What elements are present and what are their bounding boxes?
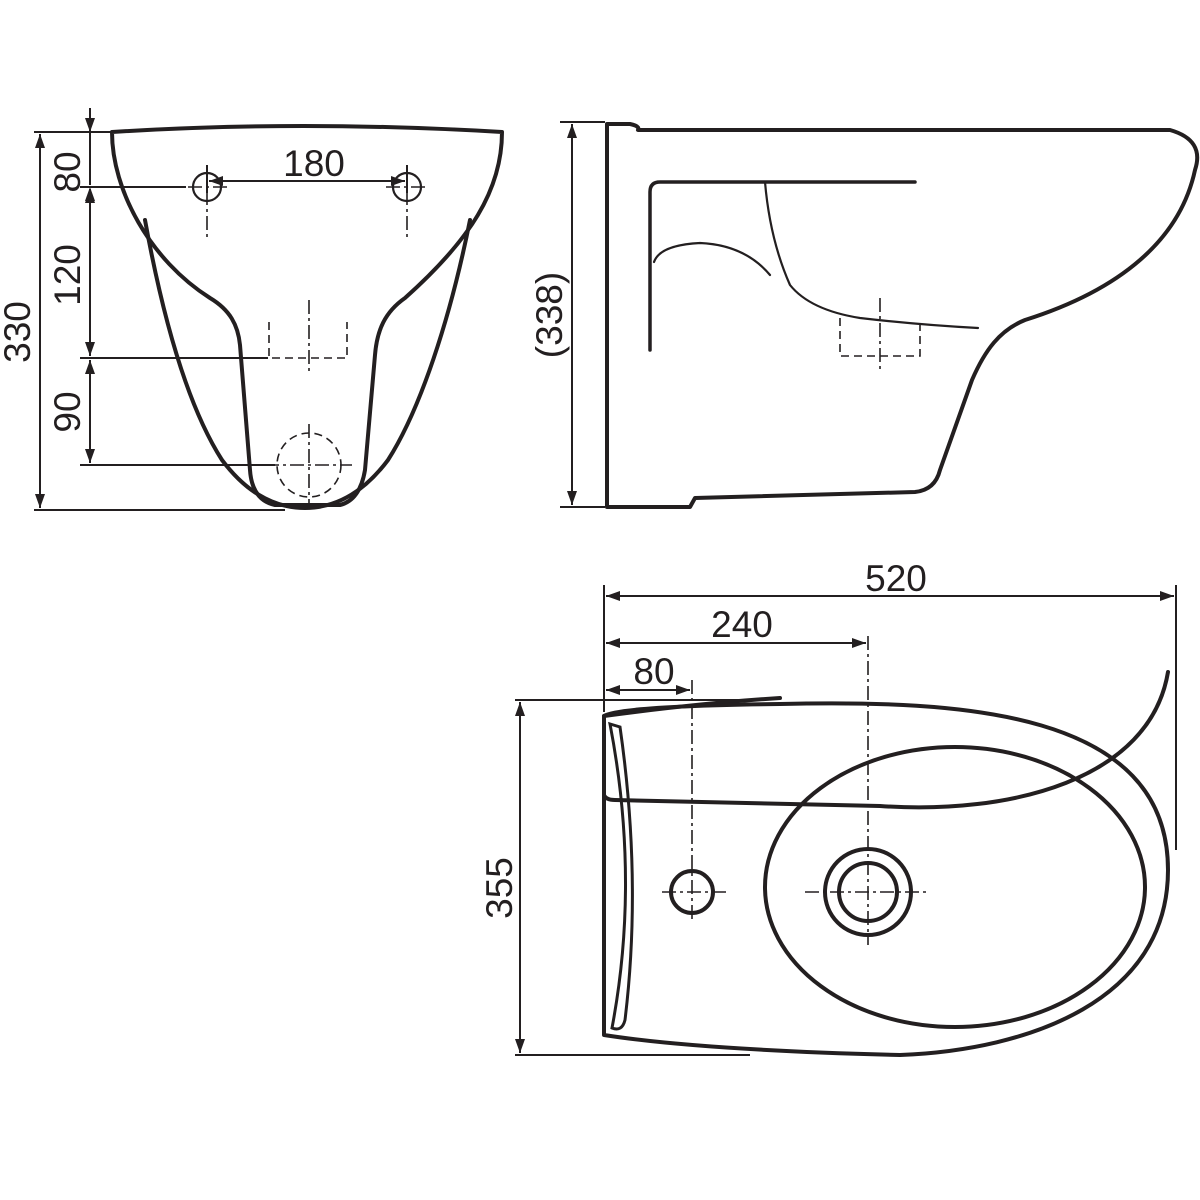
dim-width-label: 355	[479, 857, 520, 919]
dim-top-to-bolts-label: 80	[47, 151, 88, 192]
top-inner-basin	[763, 745, 1147, 1029]
top-view-body	[602, 701, 1170, 1057]
front-water-inlet	[268, 322, 348, 359]
top-rim-fin	[608, 721, 634, 1031]
side-bowl-inner-curve	[652, 241, 772, 277]
front-outlet	[265, 424, 352, 505]
dim-outlet-offset-label: 240	[711, 604, 773, 645]
top-drain	[805, 636, 930, 945]
side-bowl-rim	[648, 180, 917, 352]
dim-side-height-label: (338)	[529, 272, 570, 358]
dim-tap-offset-label: 80	[633, 651, 674, 692]
dim-total-height-label: 330	[0, 301, 38, 363]
front-view-body	[143, 218, 472, 510]
front-view: 330 80 120 90 180	[0, 108, 504, 511]
side-view: (338)	[529, 121, 1200, 509]
dim-inlet-to-outlet-label: 90	[47, 391, 88, 432]
top-tap-hole	[662, 680, 728, 920]
dim-bolt-spacing-label: 180	[283, 143, 345, 184]
top-view: 520 240 80 355	[479, 558, 1177, 1057]
front-view-outline	[110, 124, 504, 507]
dim-total-length-label: 520	[865, 558, 927, 599]
side-view-outline	[605, 122, 1200, 509]
side-bowl-basin-curve	[763, 180, 980, 330]
dim-bolts-to-inlet-label: 120	[47, 244, 88, 306]
